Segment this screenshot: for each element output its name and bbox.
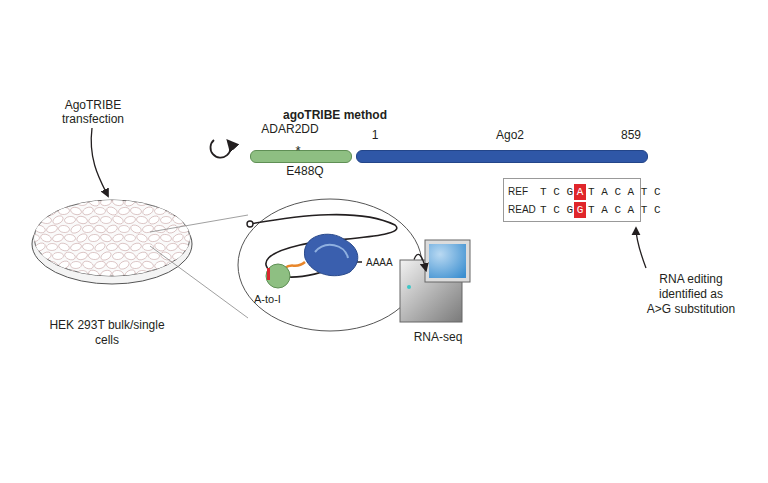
text-slot: RNA editing identified as A>G substituti… [646,272,736,317]
text-slot: * [290,144,306,158]
step-label: AgoTRIBE transfection [48,98,138,126]
zoom-view: A-to-I AAAA [240,200,420,332]
zoom-line [150,246,248,318]
linker [285,262,305,268]
mutation-label: E488Q [280,164,330,178]
text-slot: 1 [368,128,382,142]
dish [34,200,190,276]
cell-label: HEK 293T bulk/single cells [42,318,172,348]
residue-number: 859 [616,128,646,142]
text-slot: READ [508,203,540,217]
flow-arrow [414,254,426,270]
sequence-box: REFT C GAT A C A T CREADT C GGT A C A T … [503,178,641,222]
monitor [425,240,470,282]
step-label: RNA-seq [400,330,476,344]
domain-bar: ADAR2DD * E488Q [248,120,352,180]
text-slot: T A C A T C [588,185,638,199]
edited-base: A [574,184,586,200]
text-slot: REF [508,185,540,199]
text-slot: T A C A T C [588,203,638,217]
text-slot: Ago2 [490,128,530,142]
computer: RNA-seq [396,238,476,346]
domain-bar: 1 Ago2 859 [350,120,650,164]
sequence: T C G [540,185,576,199]
cell-dish: HEK 293T bulk/single cells [30,196,194,348]
domain-name: ADAR2DD [248,122,332,136]
plasmid-icon [210,140,230,158]
editing-label: A-to-I [254,292,294,306]
sequence: T C G [540,203,576,217]
text-slot: ADAR2DD [248,122,332,136]
adar-bar [250,150,352,163]
edited-base: G [574,202,586,218]
text-slot: E488Q [280,164,330,178]
ago2-bar [356,150,648,163]
text-slot: AAAA [366,256,406,270]
pointer-arrow [636,228,646,268]
text-slot: A [574,184,586,200]
residue-number: 1 [368,128,382,142]
sequence: T A C A T C [588,203,638,217]
adar-domain [266,264,290,288]
text-slot: AgoTRIBE transfection [48,98,138,126]
note: RNA editing identified as A>G substituti… [646,272,736,317]
domain-name: Ago2 [490,128,530,142]
zoom-line [150,215,248,232]
polya-tail: AAAA [366,256,406,270]
text-slot: RNA-seq [400,330,476,344]
cells [27,196,202,280]
transfection-arrow [91,128,108,196]
row-label: REF [508,185,540,199]
text-slot: T C G [540,203,576,217]
text-slot: agoTRIBE method [270,108,400,122]
text-slot: A-to-I [254,292,294,306]
text-slot: HEK 293T bulk/single cells [42,318,172,348]
title: agoTRIBE method [270,108,400,122]
zoom-ellipse [238,199,422,331]
sequence: T A C A T C [588,185,638,199]
text-slot: 859 [616,128,646,142]
ago2-protein [304,234,357,276]
text-slot: T C G [540,185,576,199]
row-label: READ [508,203,540,217]
text-slot: G [574,202,586,218]
mutation-star: * [290,144,306,158]
